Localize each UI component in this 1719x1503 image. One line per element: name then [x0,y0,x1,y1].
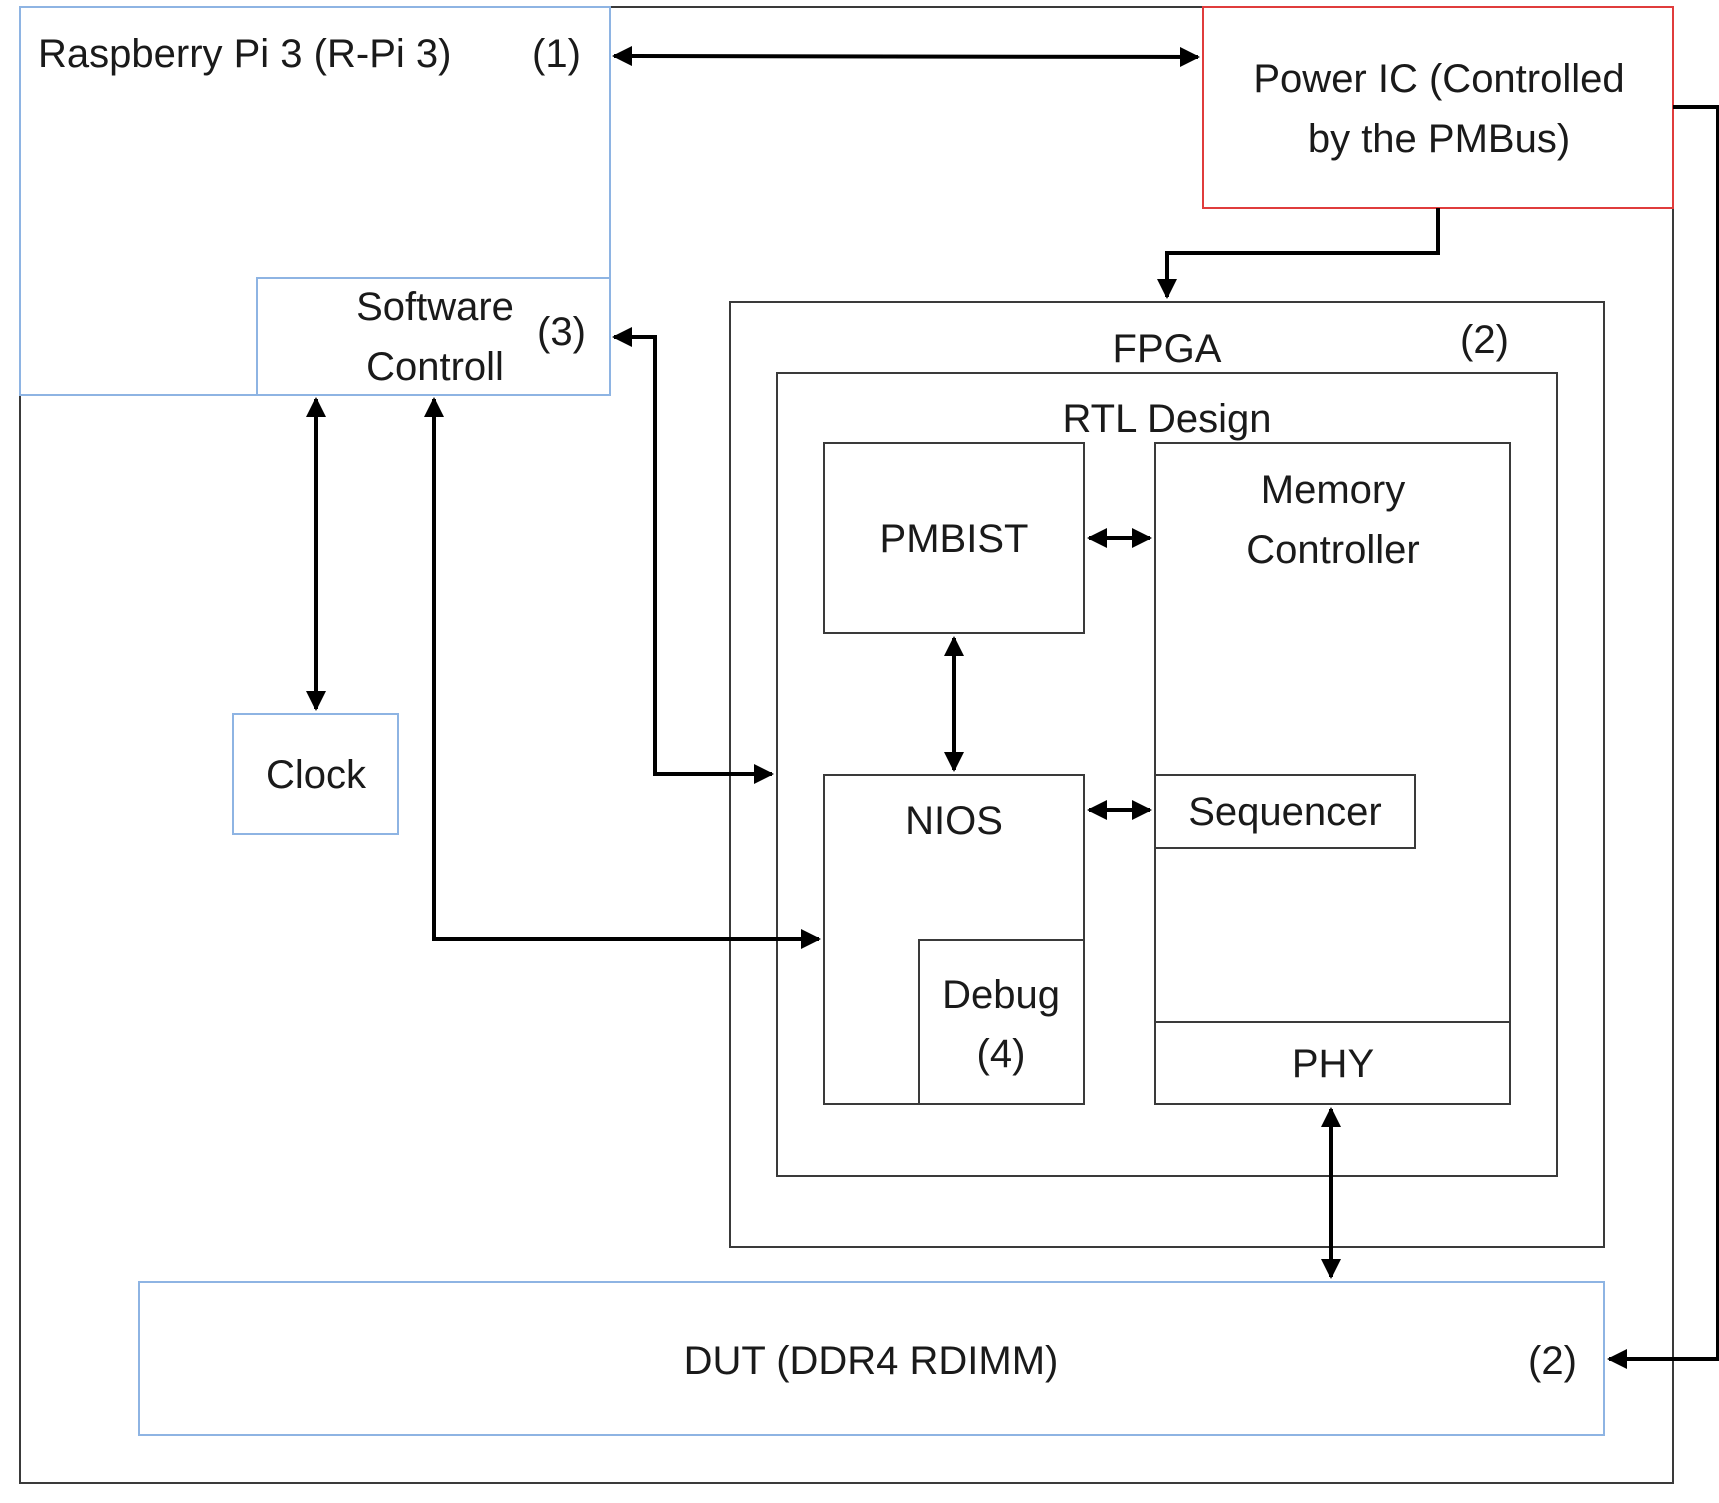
debug-block [918,939,1085,1105]
clock-block [232,713,399,835]
rtl-design-label: RTL Design [1063,397,1272,441]
system-frame [19,6,1674,1484]
power-ic-label-line2: by the PMBus) [1308,117,1570,161]
arrow-power-ic-fpga [1157,208,1440,299]
power-ic-block [1202,6,1674,209]
fpga-tag: (2) [1460,318,1509,362]
memory-controller-label-line1: Memory [1261,468,1405,512]
arrow-rpi-power-ic [612,46,1200,67]
software-control-block [256,277,611,396]
phy-label: PHY [1292,1042,1374,1086]
dut-block [138,1281,1605,1436]
clock-label: Clock [266,753,367,797]
memory-controller-label-line2: Controller [1246,528,1419,572]
sequencer-block [1154,774,1416,849]
pmbist-block [823,442,1085,634]
fpga-label: FPGA [1113,327,1222,371]
memory-controller-block [1154,442,1511,1105]
software-control-label-line2: Controll [366,345,504,389]
sequencer-label: Sequencer [1188,790,1381,834]
debug-label-line1: Debug [942,973,1060,1017]
phy-block [1154,1021,1511,1105]
raspberry-pi-label: Raspberry Pi 3 (R-Pi 3) [38,32,451,76]
nios-label: NIOS [905,799,1003,843]
arrow-power-ic-dut [1607,105,1719,1369]
arrow-software-nios [424,397,821,949]
power-ic-label-line1: Power IC (Controlled [1253,57,1624,101]
dut-tag: (2) [1528,1339,1577,1383]
dut-label: DUT (DDR4 RDIMM) [684,1339,1059,1383]
software-control-tag: (3) [537,310,586,354]
software-control-label-line1: Software [356,285,514,329]
debug-label-line2: (4) [977,1032,1026,1076]
raspberry-pi-tag: (1) [532,32,581,76]
pmbist-label: PMBIST [880,517,1029,561]
